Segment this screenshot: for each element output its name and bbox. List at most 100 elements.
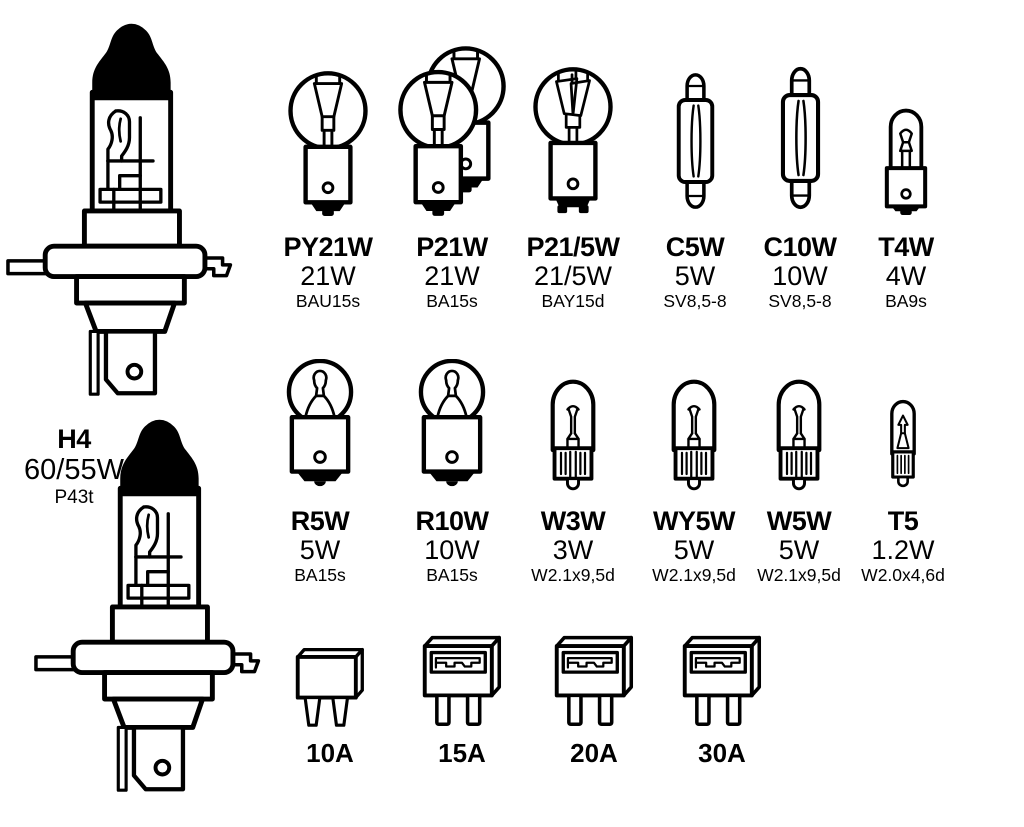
fuse-rating: 10A — [306, 738, 354, 768]
bulb-socket: W2.1x9,5d — [757, 565, 841, 585]
bulb-caption: R5W 5W BA15s — [291, 506, 350, 586]
bulb-card-r5w: R5W 5W BA15s — [264, 350, 376, 586]
bulb-name: C10W — [763, 232, 837, 262]
bulb-name: R10W — [415, 506, 489, 536]
t5-drawing-area — [847, 350, 959, 491]
wy5w-drawing-area — [638, 350, 750, 491]
bulb-caption: P21W 21W BA15s — [416, 232, 488, 312]
w3w-drawing-area — [517, 350, 629, 491]
bulb-socket: BA15s — [426, 291, 478, 311]
bulb-name: WY5W — [653, 506, 735, 536]
h4-socket: P43t — [54, 487, 94, 508]
festoon-bulb-icon — [779, 60, 822, 216]
fuse-card-20a: 20A — [538, 628, 650, 768]
wedge-bulb-icon — [775, 374, 823, 491]
bulb-socket: BA9s — [885, 291, 927, 311]
fuse-card-30a: 30A — [666, 628, 778, 768]
bulb-name: P21W — [416, 232, 488, 262]
bulb-socket: W2.1x9,5d — [652, 565, 736, 585]
bulb-card-wy5w: WY5W 5W W2.1x9,5d — [638, 350, 750, 586]
bulb-socket: SV8,5-8 — [663, 291, 727, 311]
r10w-drawing-area — [396, 350, 508, 491]
fuse-caption: 10A — [306, 739, 354, 768]
r5w-drawing-area — [264, 350, 376, 491]
bulb-wattage: 5W — [674, 261, 716, 291]
bulb-socket: BA15s — [294, 565, 346, 585]
ball-bulb-icon — [287, 68, 369, 216]
fuse-caption: 30A — [698, 739, 746, 768]
bulb-wattage: 3W — [552, 535, 594, 565]
bulb-name: P21/5W — [526, 232, 620, 262]
bulb-name: R5W — [290, 506, 350, 536]
bulb-wattage: 21W — [424, 261, 480, 291]
fuse-caption: 20A — [570, 739, 618, 768]
bulb-caption: PY21W 21W BAU15s — [283, 232, 373, 312]
ball-bulb-pair-icon — [397, 43, 507, 216]
bulb-wattage: 5W — [673, 535, 715, 565]
small-ball-bulb-icon — [284, 359, 356, 491]
bulb-socket: BAY15d — [541, 291, 605, 311]
fuse-card-10a: 10A — [274, 628, 386, 768]
fuse-20a-drawing-area — [538, 628, 650, 728]
small-ball-bulb-icon — [416, 359, 488, 491]
bulb-caption: W5W 5W W2.1x9,5d — [757, 506, 841, 586]
py21w-drawing-area — [266, 40, 390, 216]
bulb-wattage: 10W — [424, 535, 480, 565]
fuse-15a-drawing-area — [406, 628, 518, 728]
bulb-wattage: 1.2W — [871, 535, 935, 565]
bulb-name: C5W — [665, 232, 725, 262]
bulb-caption: C10W 10W SV8,5-8 — [763, 232, 837, 312]
blade-fuse-icon — [422, 635, 502, 727]
bulb-wattage: 21W — [300, 261, 356, 291]
bulb-wattage: 10W — [772, 261, 828, 291]
h4-wattage: 60/55W — [24, 454, 124, 486]
bulb-card-t5: T5 1.2W W2.0x4,6d — [847, 350, 959, 586]
festoon-bulb-icon — [676, 72, 714, 210]
fuse-10a-drawing-area — [274, 628, 386, 728]
fuse-card-15a: 15A — [406, 628, 518, 768]
bulb-socket: W2.1x9,5d — [531, 565, 615, 585]
miniature-bayonet-bulb-icon — [883, 101, 929, 216]
fuse-rating: 30A — [698, 738, 746, 768]
mini-wedge-bulb-icon — [890, 399, 916, 488]
fuse-rating: 20A — [570, 738, 618, 768]
fuse-rating: 15A — [438, 738, 486, 768]
t4w-drawing-area — [844, 40, 968, 216]
bulb-card-r10w: R10W 10W BA15s — [396, 350, 508, 586]
bulb-caption: WY5W 5W W2.1x9,5d — [652, 506, 736, 586]
bulb-name: T5 — [887, 506, 919, 536]
bulb-socket: BAU15s — [295, 291, 361, 311]
fuse-30a-drawing-area — [666, 628, 778, 728]
bulb-card-p21w: P21W 21W BA15s — [390, 40, 514, 312]
bulb-card-t4w: T4W 4W BA9s — [844, 40, 968, 312]
bulb-caption: R10W 10W BA15s — [415, 506, 489, 586]
blade-fuse-icon — [682, 635, 762, 727]
bulb-wattage: 5W — [778, 535, 820, 565]
bulb-card-w5w: W5W 5W W2.1x9,5d — [743, 350, 855, 586]
h4-headlight-bulb-icon — [6, 12, 251, 404]
p21-5w-drawing-area — [511, 40, 635, 216]
bulb-caption: T4W 4W BA9s — [878, 232, 934, 312]
bulb-wattage: 5W — [299, 535, 341, 565]
bulb-socket: SV8,5-8 — [768, 291, 832, 311]
bulb-card-p21-5w: P21/5W 21/5W BAY15d — [511, 40, 635, 312]
blade-fuse-icon — [554, 635, 634, 727]
bulb-name: W3W — [540, 506, 606, 536]
bulb-name: W5W — [766, 506, 832, 536]
bulb-card-c5w: C5W 5W SV8,5-8 — [633, 40, 757, 312]
bulb-caption: P21/5W 21/5W BAY15d — [526, 232, 620, 312]
bulb-card-py21w: PY21W 21W BAU15s — [266, 40, 390, 312]
p21w-drawing-area — [390, 40, 514, 216]
bulb-card-c10w: C10W 10W SV8,5-8 — [738, 40, 862, 312]
bulb-caption: T5 1.2W W2.0x4,6d — [861, 506, 945, 586]
w5w-drawing-area — [743, 350, 855, 491]
wedge-bulb-icon — [549, 374, 597, 491]
wedge-bulb-icon — [670, 374, 718, 491]
dual-filament-ball-bulb-icon — [532, 64, 614, 216]
bulb-wattage: 4W — [885, 261, 927, 291]
bulb-caption: C5W 5W SV8,5-8 — [663, 232, 726, 312]
bulb-socket: BA15s — [426, 565, 478, 585]
h4-name: H4 — [57, 424, 91, 454]
mini-blade-fuse-icon — [295, 647, 365, 728]
